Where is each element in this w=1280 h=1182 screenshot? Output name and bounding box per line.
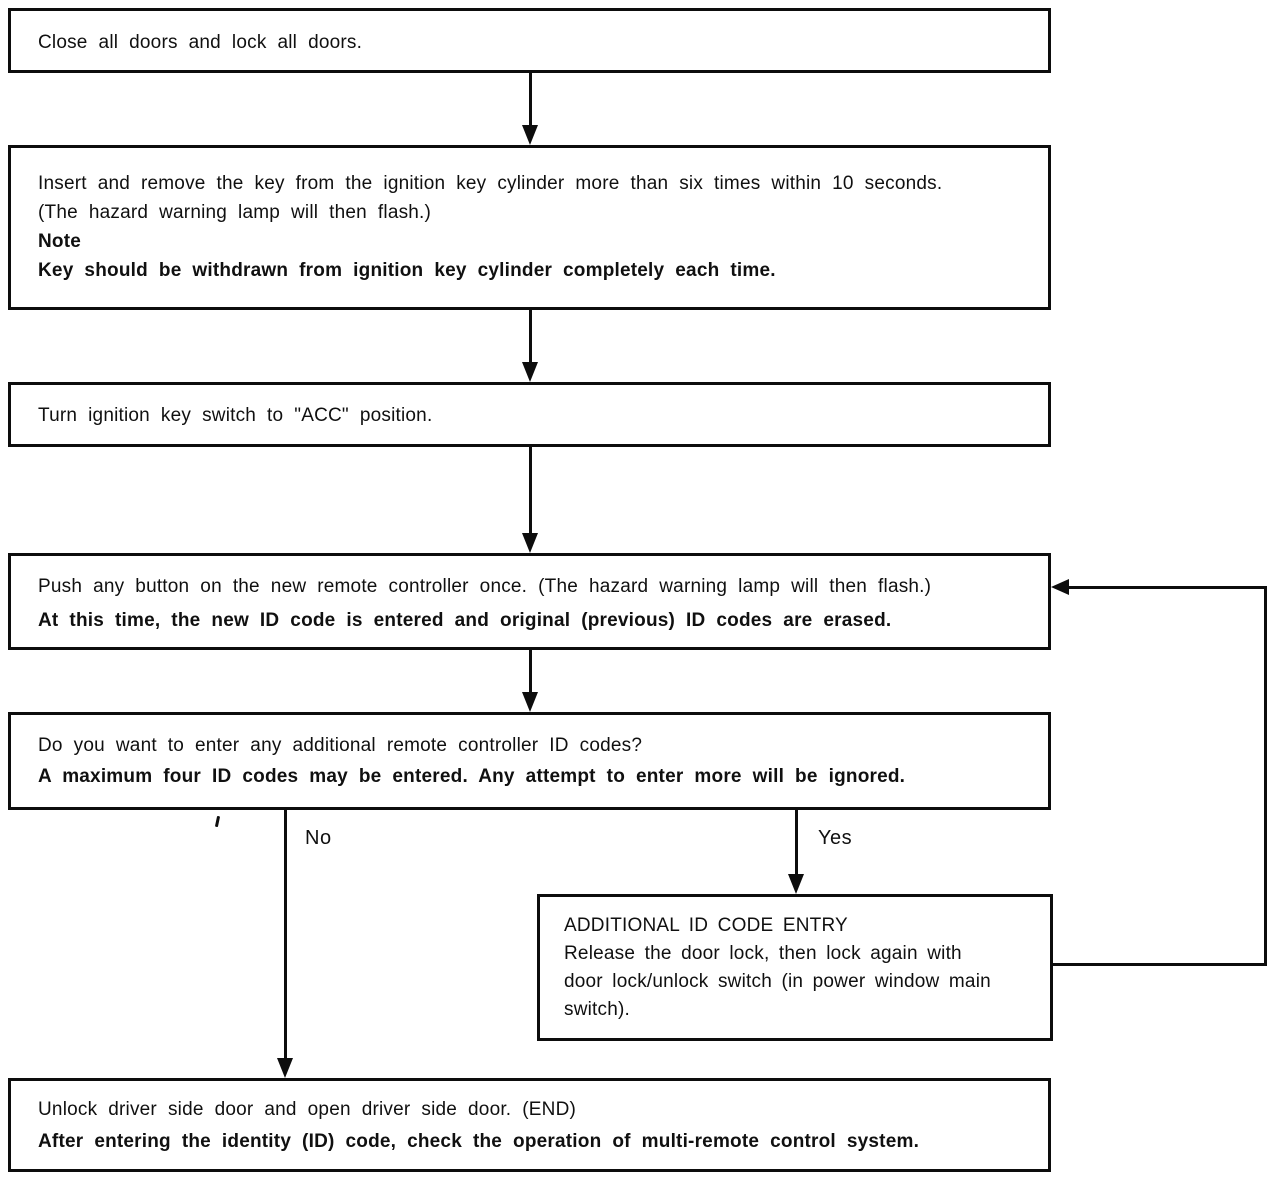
- flow-box-push-button-new-remote: Push any button on the new remote contro…: [8, 553, 1051, 650]
- flow-box-additional-codes-question: Do you want to enter any additional remo…: [8, 712, 1051, 810]
- box-text-line: door lock/unlock switch (in power window…: [564, 971, 991, 992]
- flow-box-insert-remove-key: Insert and remove the key from the ignit…: [8, 145, 1051, 310]
- flow-connector-line: [529, 73, 532, 125]
- scan-artifact: [214, 815, 221, 828]
- box-text-line: (The hazard warning lamp will then flash…: [38, 202, 432, 223]
- box-text-line: Close all doors and lock all doors.: [38, 32, 363, 53]
- flow-box-unlock-driver-door-end: Unlock driver side door and open driver …: [8, 1078, 1051, 1172]
- arrow-left-icon: [1051, 579, 1069, 595]
- box-text-line: switch).: [564, 999, 630, 1020]
- flow-box-turn-ignition-acc: Turn ignition key switch to "ACC" positi…: [8, 382, 1051, 447]
- arrow-down-icon: [277, 1058, 293, 1078]
- box-text-line: Release the door lock, then lock again w…: [564, 943, 962, 964]
- feedback-loop-top-line: [1069, 586, 1267, 589]
- flow-connector-line: [529, 447, 532, 533]
- box-text-line: Unlock driver side door and open driver …: [38, 1099, 577, 1120]
- arrow-down-icon: [522, 362, 538, 382]
- box-text-line: After entering the identity (ID) code, c…: [38, 1131, 920, 1152]
- box-text-line: A maximum four ID codes may be entered. …: [38, 766, 906, 787]
- arrow-down-icon: [788, 874, 804, 894]
- box-text-line: Do you want to enter any additional remo…: [38, 735, 643, 756]
- flow-box-close-doors: Close all doors and lock all doors.: [8, 8, 1051, 73]
- box-text-line: Turn ignition key switch to "ACC" positi…: [38, 405, 433, 426]
- no-branch-label: No: [305, 827, 332, 849]
- box-text-line: Push any button on the new remote contro…: [38, 576, 932, 597]
- yes-branch-label: Yes: [818, 827, 853, 849]
- feedback-loop-right-line: [1264, 586, 1267, 966]
- box-text-line: ADDITIONAL ID CODE ENTRY: [564, 915, 848, 936]
- arrow-down-icon: [522, 533, 538, 553]
- flow-box-additional-id-code-entry: ADDITIONAL ID CODE ENTRY Release the doo…: [537, 894, 1053, 1041]
- arrow-down-icon: [522, 125, 538, 145]
- flow-connector-line: [529, 650, 532, 692]
- box-text-line: At this time, the new ID code is entered…: [38, 610, 892, 631]
- feedback-loop-bottom-line: [1053, 963, 1266, 966]
- yes-branch-line: [795, 810, 798, 874]
- box-text-line: Key should be withdrawn from ignition ke…: [38, 260, 776, 281]
- arrow-down-icon: [522, 692, 538, 712]
- flow-connector-line: [529, 310, 532, 362]
- no-branch-line: [284, 810, 287, 1058]
- box-text-line: Note: [38, 231, 82, 252]
- box-text-line: Insert and remove the key from the ignit…: [38, 173, 943, 194]
